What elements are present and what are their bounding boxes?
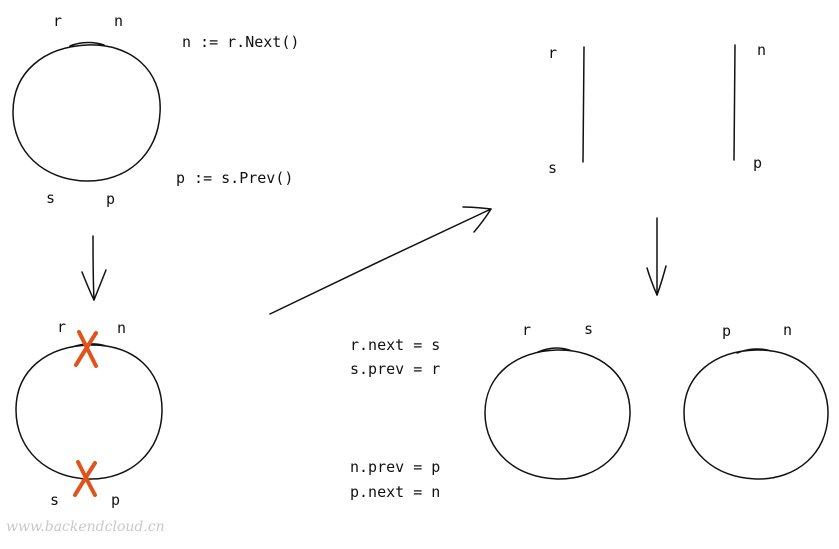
code-s-prev-r: s.prev = r <box>350 360 440 378</box>
code-n-prev-p: n.prev = p <box>350 458 440 476</box>
segment-r-s <box>582 46 585 163</box>
ring-circle <box>15 343 163 480</box>
down-arrow-left <box>81 235 107 301</box>
watermark: www.backendcloud.cn <box>6 519 165 535</box>
relink-code-group: r.next = s s.prev = r n.prev = p p.next … <box>350 336 440 501</box>
code-p-next-n: p.next = n <box>350 483 440 501</box>
label-p: p <box>106 190 115 208</box>
label-r: r <box>522 321 531 339</box>
result-left-ring-group: r s <box>484 320 631 480</box>
label-n: n <box>757 41 766 59</box>
label-r: r <box>53 12 62 30</box>
label-p: p <box>753 154 762 172</box>
label-s: s <box>46 189 55 207</box>
label-n: n <box>783 321 792 339</box>
result-right-ring-group: p n <box>683 321 829 480</box>
ring-circle <box>484 347 631 480</box>
code-n-equals-r-next: n := r.Next() <box>182 33 299 51</box>
code-r-next-s: r.next = s <box>350 336 440 354</box>
label-p: p <box>111 491 120 509</box>
label-r: r <box>57 318 66 336</box>
x-mark-icon <box>73 460 97 497</box>
label-r: r <box>548 44 557 62</box>
diagonal-arrow <box>269 206 492 315</box>
label-s: s <box>584 320 593 338</box>
label-n: n <box>114 12 123 30</box>
ring-circle <box>683 348 829 480</box>
label-s: s <box>548 159 557 177</box>
top-right-segments-group: r s n p <box>548 41 766 177</box>
down-arrow-right <box>646 217 667 296</box>
ring-circle <box>12 41 161 182</box>
bottom-left-ring-group: r n s p <box>15 318 163 509</box>
label-p: p <box>722 322 731 340</box>
segment-n-p <box>733 44 736 161</box>
code-p-equals-s-prev: p := s.Prev() <box>176 169 293 187</box>
label-n: n <box>117 319 126 337</box>
top-left-ring-group: r n s p n := r.Next() p := s.Prev() <box>12 12 299 208</box>
x-mark-icon <box>74 330 98 368</box>
label-s: s <box>50 491 59 509</box>
